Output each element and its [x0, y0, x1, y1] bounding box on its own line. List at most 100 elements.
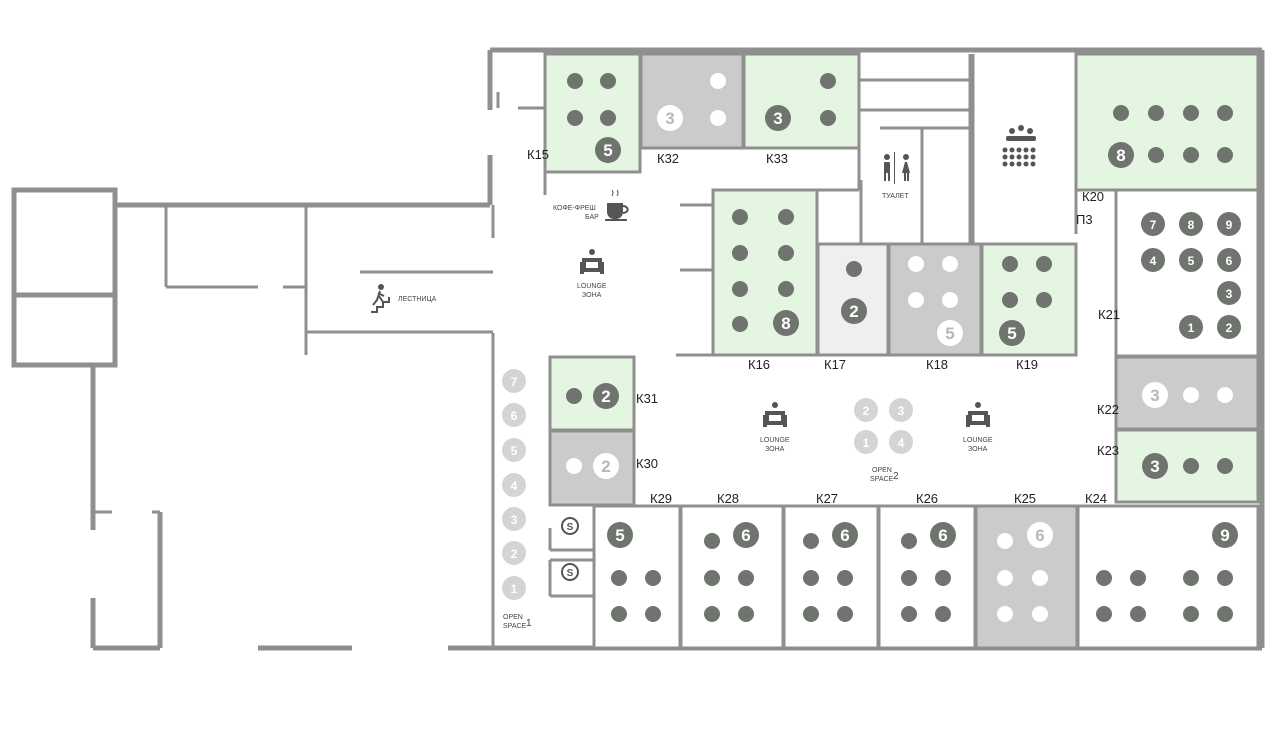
svg-text:5: 5 [1007, 324, 1016, 343]
room-k31-box[interactable] [548, 355, 636, 432]
seat [732, 316, 748, 332]
seat [942, 256, 958, 272]
desk-seat: 2 [1217, 315, 1241, 339]
svg-text:2: 2 [601, 457, 610, 476]
desk-seat: 1 [854, 430, 878, 454]
lounge-label: ЗОНА [968, 446, 988, 453]
seat [738, 606, 754, 622]
svg-text:3: 3 [1150, 386, 1159, 405]
seat [778, 209, 794, 225]
svg-text:6: 6 [741, 526, 750, 545]
room-k16-box[interactable] [711, 188, 819, 357]
desk-seat: 2 [502, 541, 526, 565]
seat [1148, 105, 1164, 121]
capacity-badge-k16: 8 [773, 310, 799, 336]
seat [837, 606, 853, 622]
svg-text:7: 7 [1150, 218, 1157, 232]
desk-seat: 1 [1179, 315, 1203, 339]
desk-seat: 3 [1217, 281, 1241, 305]
toilet-icon [884, 152, 910, 184]
seats [566, 73, 1233, 622]
svg-text:9: 9 [1226, 218, 1233, 232]
open-space-label: SPACE [503, 623, 527, 630]
seat [1183, 105, 1199, 121]
svg-text:4: 4 [511, 479, 518, 493]
svg-text:6: 6 [938, 526, 947, 545]
svg-text:3: 3 [1150, 457, 1159, 476]
seat [1036, 256, 1052, 272]
room-k33-box[interactable] [742, 52, 861, 150]
seat [935, 570, 951, 586]
seat [1148, 147, 1164, 163]
room-label: К26 [916, 491, 938, 506]
capacity-badge-k27: 6 [832, 522, 858, 548]
seat [1113, 105, 1129, 121]
seat [997, 606, 1013, 622]
desk-seat: 8 [1179, 212, 1203, 236]
seat [1032, 606, 1048, 622]
capacity-badge-k18: 5 [937, 320, 963, 346]
room-k25-box[interactable] [974, 504, 1079, 650]
seat [778, 281, 794, 297]
seat [567, 110, 583, 126]
room-label: К31 [636, 391, 658, 406]
seat [1002, 256, 1018, 272]
desk-seat: 4 [889, 430, 913, 454]
seat [901, 570, 917, 586]
svg-text:1: 1 [1188, 321, 1195, 335]
room-label: К33 [766, 151, 788, 166]
svg-text:5: 5 [511, 444, 518, 458]
lounge-label: ЗОНА [765, 446, 785, 453]
desk-seat: 3 [502, 507, 526, 531]
coffee-cup-icon [605, 189, 629, 221]
svg-text:1: 1 [511, 582, 518, 596]
room-label: К23 [1097, 443, 1119, 458]
svg-text:8: 8 [781, 314, 790, 333]
seat [732, 209, 748, 225]
room-k18-box[interactable] [887, 242, 983, 357]
seat [837, 570, 853, 586]
room-k15-box[interactable] [543, 52, 642, 174]
seat [611, 606, 627, 622]
lounge-zone-top: LOUNGE ЗОНА [577, 249, 607, 299]
stairs-label: ЛЕСТНИЦА [398, 296, 437, 303]
seat [600, 110, 616, 126]
seat [1217, 387, 1233, 403]
open-space-1: 7 6 5 4 3 2 1 OPEN SPACE 1 [502, 369, 532, 630]
room-label: К15 [527, 147, 549, 162]
seat [732, 281, 748, 297]
seat [1183, 147, 1199, 163]
seat [908, 256, 924, 272]
room-k20-box[interactable] [1074, 52, 1260, 192]
room-k29-box[interactable] [592, 504, 682, 650]
lounge-label: LOUNGE [577, 283, 607, 290]
coffee-bar-label: КОФЕ-ФРЕШ [553, 205, 596, 212]
open-space-label: OPEN [503, 614, 523, 621]
seat [820, 110, 836, 126]
room-boxes [543, 52, 1260, 650]
capacity-badge-k28: 6 [733, 522, 759, 548]
room-k30-box[interactable] [548, 429, 636, 507]
seat [1036, 292, 1052, 308]
desk-seat: 4 [502, 473, 526, 497]
room-label: К32 [657, 151, 679, 166]
interior-walls [496, 54, 1118, 598]
desk-seat: 9 [1217, 212, 1241, 236]
capacity-badge-k29: 5 [607, 522, 633, 548]
seat [820, 73, 836, 89]
room-label: К27 [816, 491, 838, 506]
svg-text:6: 6 [1226, 254, 1233, 268]
desk-seat: 6 [1217, 248, 1241, 272]
room-k28-box[interactable] [679, 504, 785, 650]
room-k27-box[interactable] [782, 504, 880, 650]
open-space-label: SPACE [870, 476, 894, 483]
svg-text:3: 3 [511, 513, 518, 527]
svg-text:S: S [567, 568, 574, 579]
room-k32-box[interactable] [639, 52, 745, 150]
room-k19-box[interactable] [980, 242, 1078, 357]
room-k26-box[interactable] [877, 504, 977, 650]
svg-text:2: 2 [863, 404, 870, 418]
seat [997, 570, 1013, 586]
capacity-badge-k32: 3 [657, 105, 683, 131]
